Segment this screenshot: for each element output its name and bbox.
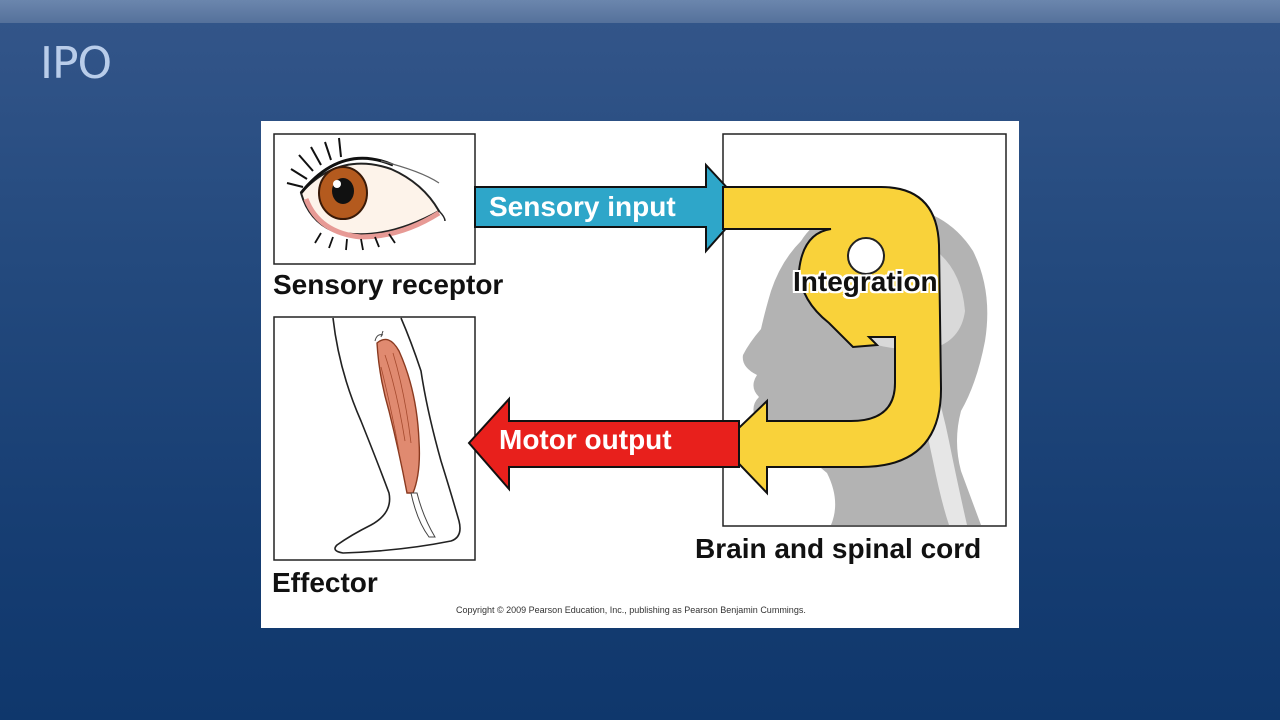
slide-top-bar bbox=[0, 0, 1280, 23]
motor-output-label: Motor output bbox=[499, 424, 672, 455]
diagram-artwork bbox=[273, 133, 1007, 561]
effector-label: Effector bbox=[272, 567, 378, 598]
integration-loop-hole bbox=[847, 237, 885, 275]
slide-title: IPO bbox=[40, 38, 112, 89]
copyright-notice: Copyright © 2009 Pearson Education, Inc.… bbox=[456, 605, 806, 615]
eye-illustration bbox=[286, 137, 446, 251]
ipo-diagram: Sensory receptor Effector Brain and spin… bbox=[261, 121, 1019, 628]
sensory-receptor-label: Sensory receptor bbox=[273, 269, 504, 300]
leg-illustration bbox=[332, 317, 461, 554]
integration-arrow bbox=[719, 186, 943, 496]
brain-and-spinal-cord-label: Brain and spinal cord bbox=[695, 533, 982, 564]
motor-output-arrow bbox=[467, 396, 740, 492]
sensory-input-label: Sensory input bbox=[489, 191, 676, 222]
integration-label: Integration bbox=[793, 266, 938, 297]
